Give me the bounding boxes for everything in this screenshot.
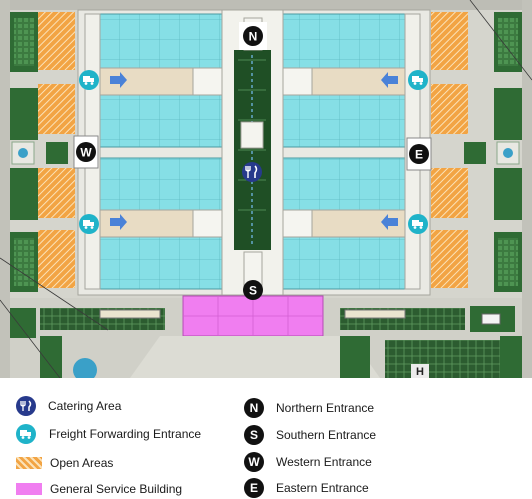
legend-freight-label: Freight Forwarding Entrance xyxy=(49,427,202,441)
east-icon-letter: E xyxy=(249,481,258,495)
north-entrance-marker: N xyxy=(239,22,267,50)
hatched-swatch xyxy=(16,457,42,469)
open-area xyxy=(38,84,75,134)
truck-icon xyxy=(16,424,36,444)
pink-swatch xyxy=(16,483,42,495)
legend-open-areas: Open Areas xyxy=(16,453,113,473)
north-icon-letter: N xyxy=(249,401,259,415)
legend-general-service: General Service Building xyxy=(16,479,182,499)
south-plaza xyxy=(10,298,522,378)
east-entrance-letter: E xyxy=(415,148,423,162)
right-perimeter-road xyxy=(522,0,532,378)
open-area xyxy=(38,12,75,70)
legend-west: W Western Entrance xyxy=(244,452,372,472)
exhibition-hall xyxy=(282,236,406,290)
south-entrance-icon: S xyxy=(244,425,264,445)
left-green-belt xyxy=(10,12,38,292)
open-area xyxy=(431,84,468,134)
legend-south-label: Southern Entrance xyxy=(276,428,377,442)
exhibition-hall xyxy=(99,94,223,148)
open-area xyxy=(431,168,468,218)
catering-area-marker xyxy=(242,162,262,182)
central-spine xyxy=(221,9,284,296)
open-area xyxy=(431,230,468,288)
legend-north-label: Northern Entrance xyxy=(276,401,375,415)
open-areas xyxy=(38,12,468,288)
helipad-marker: H xyxy=(411,364,429,378)
legend-catering: Catering Area xyxy=(16,396,121,416)
exhibition-site-map: N S W E H xyxy=(0,0,532,378)
east-entrance-icon: E xyxy=(244,478,264,498)
legend-general-service-label: General Service Building xyxy=(50,482,183,496)
south-entrance-marker: S xyxy=(243,280,263,300)
south-icon-letter: S xyxy=(249,428,258,442)
map-legend: Catering Area Freight Forwarding Entranc… xyxy=(0,378,532,499)
right-green-belt xyxy=(494,12,522,292)
truck-icon xyxy=(79,70,99,90)
exhibition-hall xyxy=(99,13,223,69)
north-entrance-letter: N xyxy=(249,30,258,44)
truck-icon xyxy=(79,214,99,234)
legend-catering-label: Catering Area xyxy=(48,399,122,413)
east-entrance-marker: E xyxy=(406,137,432,171)
open-area xyxy=(431,12,468,70)
legend-open-areas-label: Open Areas xyxy=(50,456,114,470)
diagonal-road xyxy=(0,299,61,378)
freight-arrows xyxy=(110,72,398,230)
truck-icon xyxy=(408,214,428,234)
exhibition-hall xyxy=(282,13,406,69)
freight-entrances xyxy=(79,70,428,234)
diagonal-road xyxy=(469,0,532,81)
west-entrance-letter: W xyxy=(80,146,92,160)
diagonal-road xyxy=(0,257,109,331)
legend-freight: Freight Forwarding Entrance xyxy=(16,424,201,444)
exhibition-hall xyxy=(99,236,223,290)
exhibition-hall xyxy=(282,157,406,211)
legend-east: E Eastern Entrance xyxy=(244,478,369,498)
west-entrance-marker: W xyxy=(73,135,99,169)
helipad-letter: H xyxy=(416,366,424,378)
exhibition-hall xyxy=(99,157,223,211)
open-area xyxy=(38,168,75,218)
south-entrance-letter: S xyxy=(249,284,257,298)
fork-knife-icon xyxy=(16,396,36,416)
outer-ring-road xyxy=(0,0,532,10)
west-icon-letter: W xyxy=(248,455,260,469)
open-area xyxy=(38,230,75,288)
legend-west-label: Western Entrance xyxy=(276,455,372,469)
left-perimeter-road xyxy=(0,0,10,378)
west-entrance-icon: W xyxy=(244,452,264,472)
legend-north: N Northern Entrance xyxy=(244,398,374,418)
exhibition-hall xyxy=(282,94,406,148)
truck-icon xyxy=(408,70,428,90)
legend-south: S Southern Entrance xyxy=(244,425,376,445)
north-entrance-icon: N xyxy=(244,398,264,418)
landscape-squares xyxy=(11,141,520,165)
legend-east-label: Eastern Entrance xyxy=(276,481,369,495)
